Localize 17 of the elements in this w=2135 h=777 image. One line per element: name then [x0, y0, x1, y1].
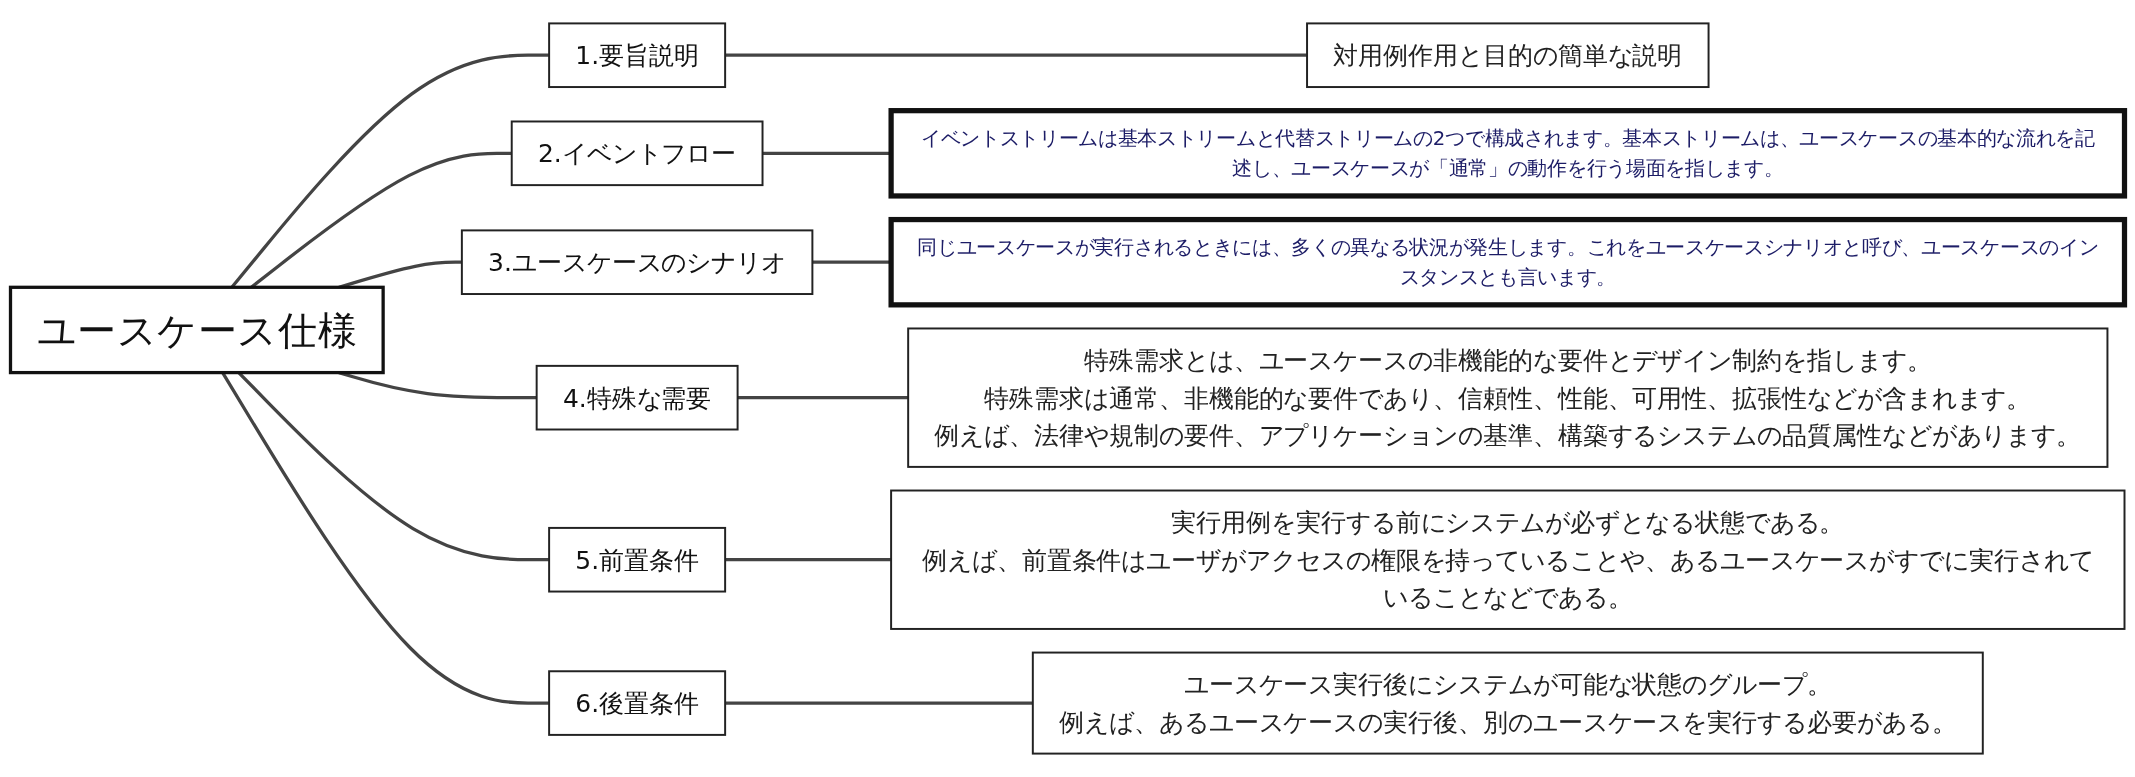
node-box: 1.要旨説明	[548, 22, 727, 89]
node-box: 同じユースケースが実行されるときには、多くの異なる状況が発生します。これをユースケースシナリオと呼び、ユースケースのインスタンスとも言います。	[888, 216, 2128, 308]
node-box: 特殊需求とは、ユースケースの非機能的な要件とデザイン制約を指します。 特殊需求は通常、非機能的な要件であり、信頼性、性能、可用性、拡張性などが含まれます。 例えば、法律や規制の要件、アプリケーションの基準、構築するシステムの品質属性などがあります。	[907, 327, 2109, 468]
node-box: 5.前置条件	[548, 526, 727, 593]
node-box: 3.ユースケースのシナリオ	[460, 229, 814, 295]
node-box: ユースケース実行後にシステムが可能な状態のグループ。 例えば、あるユースケースの実行後、別のユースケースを実行する必要がある。	[1031, 651, 1984, 755]
node-box: 4.特殊な需要	[535, 364, 739, 431]
connector	[725, 53, 1308, 57]
connector	[737, 396, 909, 400]
node-box: イベントストリームは基本ストリームと代替ストリームの2つで構成されます。基本ストリームは、ユースケースの基本的な流れを記述し、ユースケースが「通常」の動作を行う場面を指します。	[888, 108, 2128, 199]
node-box: 実行用例を実行する前にシステムが必ずとなる状態である。 例えば、前置条件はユーザがアクセスの権限を持っていることや、あるユースケースがすでに実行されていることなどである。	[890, 489, 2126, 630]
node-box: 対用例作用と目的の簡単な説明	[1306, 22, 1710, 89]
node-box: ユースケース仕様	[8, 285, 385, 375]
connector	[725, 701, 1033, 705]
connector	[725, 558, 892, 562]
node-box: 2.イベントフロー	[510, 120, 764, 187]
node-box: 6.後置条件	[548, 670, 727, 736]
